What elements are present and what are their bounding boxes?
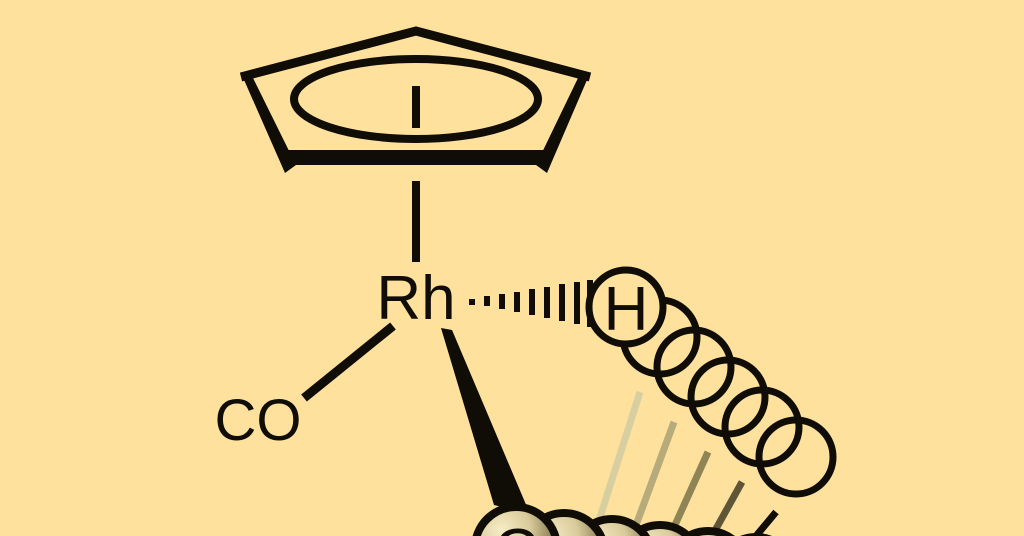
hydride-migration-trails: [590, 390, 779, 536]
carbonyl-label: CO: [215, 388, 302, 453]
carbon-circle: [472, 503, 560, 536]
ring-back-edges: [239, 26, 592, 82]
ring-front-edge-bottom: [285, 150, 547, 165]
cyclopentadienyl-ring: [239, 26, 592, 173]
motion-trail-line-3: [666, 450, 712, 536]
aromatic-circle: [290, 55, 542, 143]
motion-trail-line-2: [628, 420, 678, 536]
motion-trail-line-1: [590, 390, 644, 536]
carbon-ghost-5: [681, 527, 735, 536]
carbon-label: C: [494, 517, 539, 536]
bond-metal-to-carbon-wedge: [441, 328, 530, 514]
hydride-label: H: [604, 275, 649, 344]
motion-trail-line-4: [708, 480, 746, 536]
motion-trail-line-5: [753, 509, 779, 536]
metal-label: Rh: [376, 264, 455, 333]
bond-metal-to-carbonyl: [301, 322, 396, 402]
carbon-ghost-circles: [472, 503, 773, 536]
hydride-circle: [585, 266, 667, 348]
ring-front-edge-right: [536, 73, 590, 173]
hydride-ghost-circles: [585, 266, 837, 498]
ring-front-edge-left: [241, 73, 296, 173]
